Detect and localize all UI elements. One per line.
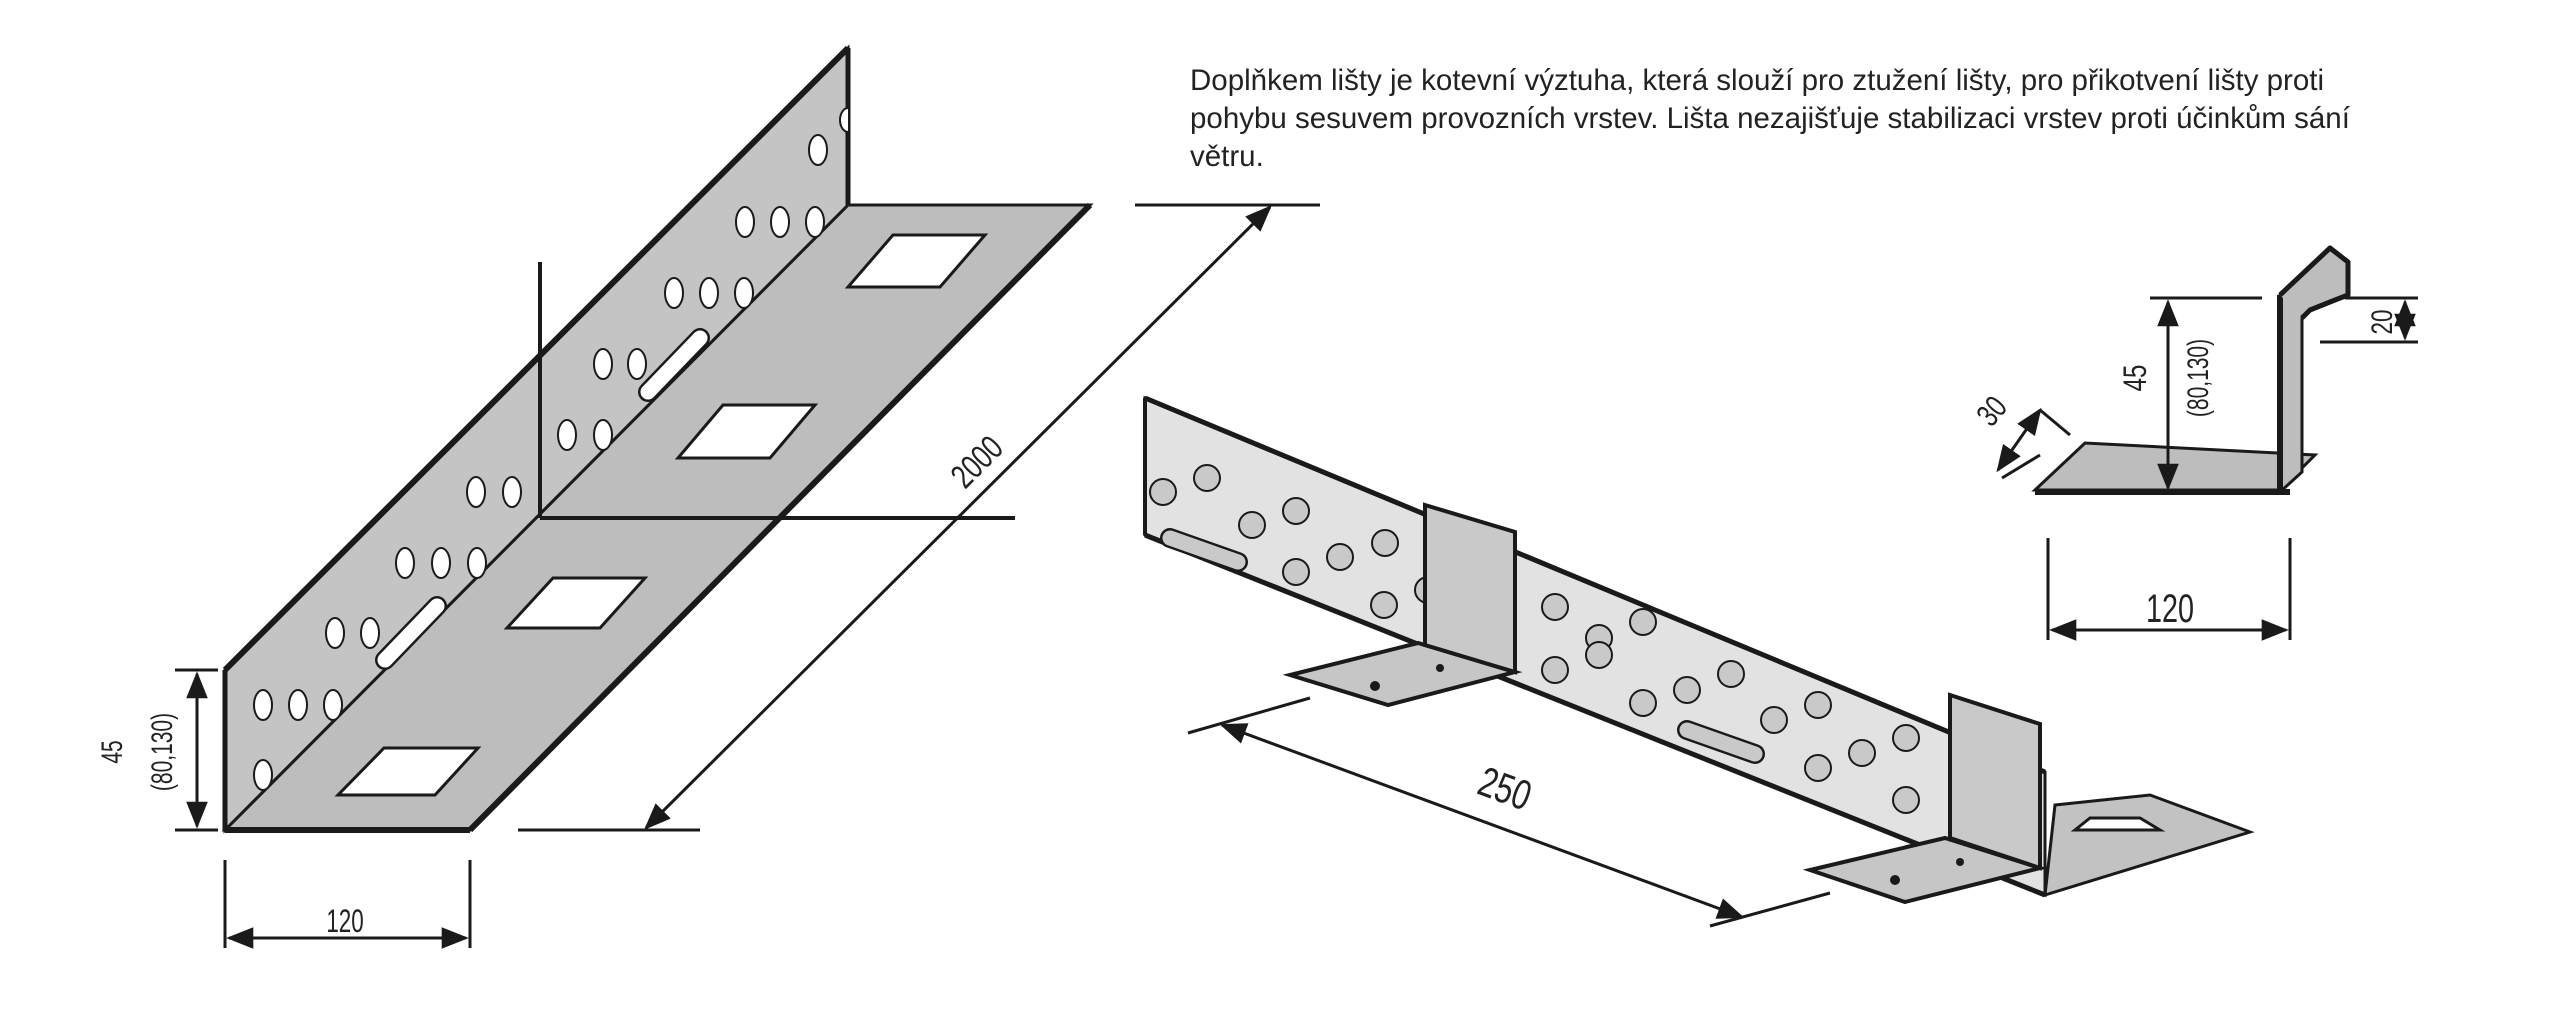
description-line-3: větru. bbox=[1190, 140, 1264, 173]
section-height-label: 45 bbox=[2117, 365, 2153, 392]
description-text: Doplňkem lišty je kotevní výztuha, která… bbox=[1190, 62, 2450, 176]
profile-height-alt-label: (80,130) bbox=[147, 713, 179, 791]
profile-height-label: 45 bbox=[97, 740, 129, 763]
description-line-1: Doplňkem lišty je kotevní výztuha, která… bbox=[1190, 64, 2325, 97]
section-leg-label: 30 bbox=[1969, 389, 2014, 433]
profile-length-label: 2000 bbox=[944, 429, 1011, 496]
section-height-alt-label: (80,130) bbox=[2183, 339, 2215, 417]
profile-drawing: 45 (80,130) 120 2000 bbox=[97, 44, 1320, 949]
description-line-2: pohybu sesuvem provozních vrstev. Lišta … bbox=[1190, 102, 2350, 135]
bracket-spacing-label: 250 bbox=[1472, 757, 1538, 820]
section-width-label: 120 bbox=[2146, 586, 2194, 631]
profile-width-label: 120 bbox=[326, 903, 363, 939]
section-drawing: 30 45 (80,130) 20 120 bbox=[1969, 245, 2418, 641]
section-base-leg bbox=[2031, 441, 2319, 492]
section-hook bbox=[2278, 245, 2351, 320]
anchor-bracket-1 bbox=[1282, 502, 1523, 708]
bracket-end-plate bbox=[2043, 793, 2255, 898]
section-hook-label: 20 bbox=[2365, 309, 2399, 334]
anchor-bracket-2 bbox=[1802, 692, 2048, 905]
